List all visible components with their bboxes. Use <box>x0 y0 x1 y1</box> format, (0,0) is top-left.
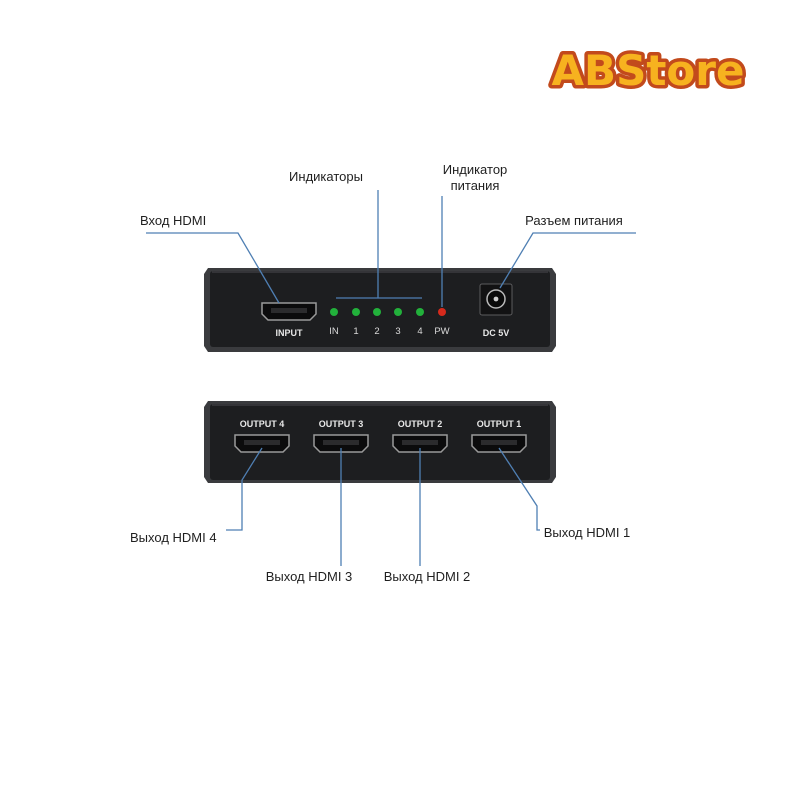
callouts: Вход HDMI Индикаторы Индикатор питания Р… <box>130 162 630 584</box>
callout-power-indicator-line2: питания <box>451 178 500 193</box>
output-2-label: OUTPUT 2 <box>398 419 443 429</box>
led-4 <box>416 308 424 316</box>
leader-out4 <box>226 447 263 531</box>
led-3 <box>394 308 402 316</box>
leader-lines <box>146 190 636 566</box>
led-group: IN 1 2 3 4 PW <box>329 308 450 337</box>
callout-out4: Выход HDMI 4 <box>130 530 217 545</box>
callout-out1: Выход HDMI 1 <box>544 525 631 540</box>
led-in <box>330 308 338 316</box>
hdmi-input-port-contacts <box>271 308 307 313</box>
led-label-in: IN <box>329 326 339 337</box>
callout-out2: Выход HDMI 2 <box>384 569 471 584</box>
output-1-label: OUTPUT 1 <box>477 419 522 429</box>
back-panel-face <box>210 404 550 480</box>
hdmi-output-port-2: OUTPUT 2 <box>392 419 448 453</box>
dc-jack-label: DC 5V <box>483 328 510 338</box>
hdmi-output-port-4: OUTPUT 4 <box>234 419 290 453</box>
led-label-pw: PW <box>434 326 449 337</box>
led-label-3: 3 <box>395 326 400 337</box>
output-4-label: OUTPUT 4 <box>240 419 285 429</box>
hdmi-input-port: INPUT <box>261 302 317 338</box>
output-1-contacts <box>481 440 517 445</box>
output-3-label: OUTPUT 3 <box>319 419 364 429</box>
led-label-2: 2 <box>374 326 379 337</box>
callout-power-jack: Разъем питания <box>525 213 623 228</box>
callout-out3: Выход HDMI 3 <box>266 569 353 584</box>
led-1 <box>352 308 360 316</box>
output-2-contacts <box>402 440 438 445</box>
input-port-label: INPUT <box>276 328 304 338</box>
brand-logo-outline: ABStore <box>552 46 745 95</box>
back-panel: OUTPUT 4 OUTPUT 3 OUTPUT 2 OUTPUT 1 <box>204 401 556 483</box>
callout-power-indicator-line1: Индикатор <box>443 162 508 177</box>
leader-hdmi-in <box>146 232 280 304</box>
callout-indicators: Индикаторы <box>289 169 363 184</box>
led-label-1: 1 <box>353 326 358 337</box>
output-3-contacts <box>323 440 359 445</box>
front-panel-face <box>210 271 550 347</box>
hdmi-output-port-1: OUTPUT 1 <box>471 419 527 453</box>
leader-power-jack <box>499 232 636 289</box>
callout-hdmi-in: Вход HDMI <box>140 213 206 228</box>
hdmi-output-port-3: OUTPUT 3 <box>313 419 369 453</box>
led-label-4: 4 <box>417 326 422 337</box>
led-pw <box>438 308 446 316</box>
brand-logo: ABStore ABStore <box>548 43 748 99</box>
brand-logo-text: ABStore <box>552 46 745 95</box>
dc-power-jack: DC 5V <box>479 283 513 338</box>
leader-out1 <box>498 447 540 531</box>
dc-jack-pin <box>493 296 499 302</box>
front-panel: INPUT IN 1 2 3 4 PW DC 5V <box>204 268 556 352</box>
output-4-contacts <box>244 440 280 445</box>
led-2 <box>373 308 381 316</box>
